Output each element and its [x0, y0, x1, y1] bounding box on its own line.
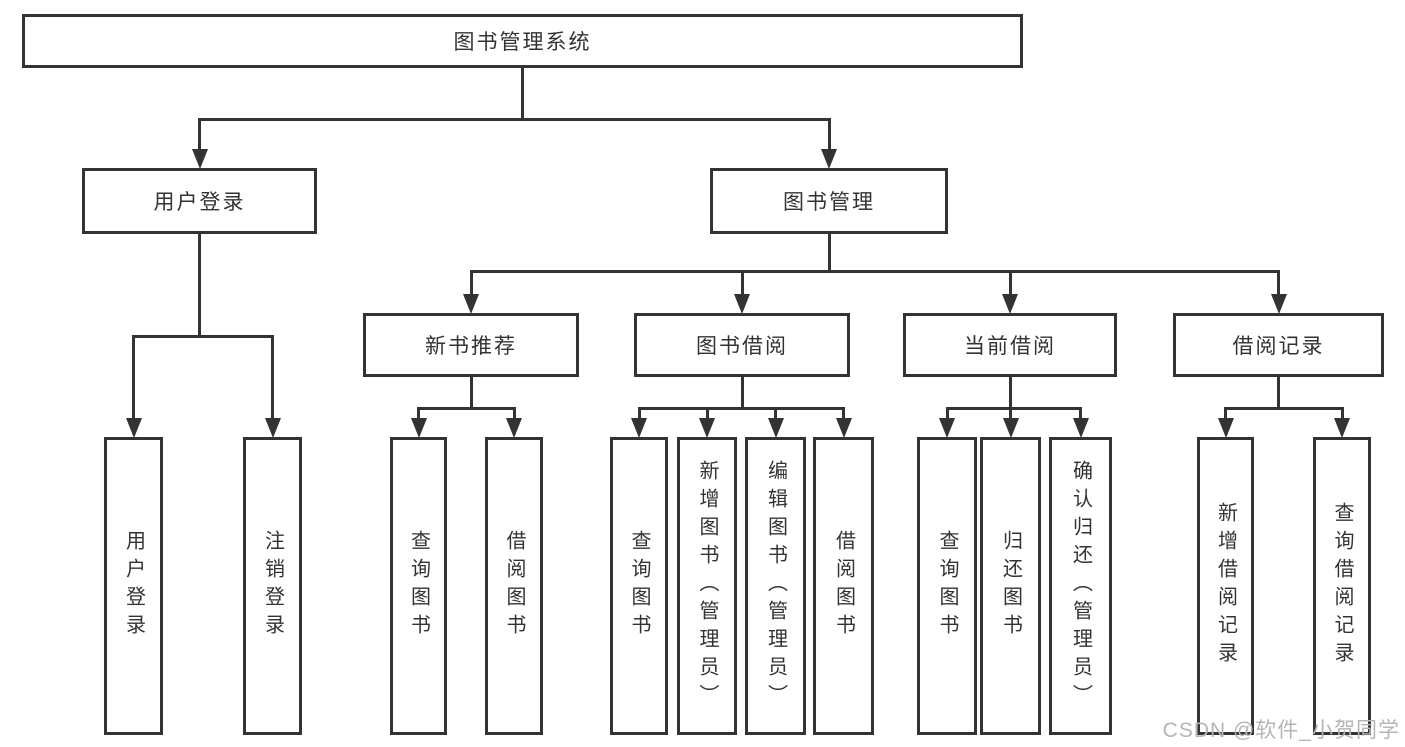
node-new-book-rec: 新书推荐 [363, 313, 579, 377]
connector-line-vertical [417, 407, 420, 422]
node-label: 图书借阅 [696, 335, 788, 358]
connector-line-vertical [1224, 407, 1227, 422]
csdn-watermark: CSDN @软件_小贺同学 [1162, 719, 1400, 742]
arrow-down-icon [1270, 294, 1287, 314]
node-leaf-user-login: 用户登录 [104, 437, 163, 735]
connector-line-vertical [132, 335, 135, 422]
node-label: 用户登录 [153, 191, 246, 214]
arrow-down-icon [734, 294, 750, 314]
connector-line-vertical [827, 233, 831, 273]
node-label: 查询图书 [407, 530, 430, 642]
node-label: 图书管理系统 [453, 31, 592, 54]
connector-line-horizontal [198, 118, 831, 121]
node-nb-borrow-books: 借阅图书 [485, 437, 543, 735]
arrow-down-icon [125, 418, 142, 438]
connector-line-vertical [740, 270, 744, 298]
arrow-down-icon [821, 149, 837, 169]
arrow-down-icon [1002, 418, 1019, 438]
node-label: 借阅图书 [832, 530, 855, 642]
connector-line-vertical [469, 270, 473, 298]
node-bb-edit-books: 编辑图书（管理员） [745, 437, 806, 735]
node-label: 编辑图书（管理员） [764, 460, 787, 712]
node-label: 借阅图书 [503, 530, 525, 642]
node-cb-return-books: 归还图书 [980, 437, 1041, 735]
arrow-down-icon [463, 294, 479, 314]
connector-line-vertical [637, 407, 641, 422]
node-label: 查询借阅记录 [1331, 502, 1353, 670]
node-book-mgmt: 图书管理 [710, 168, 948, 234]
node-cb-confirm-return: 确认归还（管理员） [1049, 437, 1112, 735]
arrow-down-icon [1072, 418, 1089, 438]
node-borrow-records: 借阅记录 [1173, 313, 1384, 377]
connector-line-vertical [842, 407, 845, 422]
node-label: 借阅记录 [1232, 335, 1325, 358]
node-current-borrow: 当前借阅 [903, 313, 1117, 377]
node-br-query-record: 查询借阅记录 [1313, 437, 1371, 735]
connector-line-horizontal [469, 270, 1280, 273]
connector-line-vertical [774, 407, 777, 422]
node-book-borrow: 图书借阅 [634, 313, 850, 377]
node-label: 归还图书 [999, 530, 1022, 642]
connector-line-vertical [1277, 376, 1280, 410]
node-root: 图书管理系统 [22, 14, 1023, 68]
arrow-down-icon [835, 418, 852, 438]
connector-line-vertical [521, 67, 524, 121]
arrow-down-icon [631, 418, 647, 438]
node-label: 当前借阅 [964, 335, 1056, 358]
node-user-login: 用户登录 [82, 168, 317, 234]
connector-line-vertical [1340, 407, 1344, 422]
node-label: 查询图书 [936, 530, 958, 642]
connector-line-horizontal [132, 335, 274, 338]
connector-line-vertical [705, 407, 709, 422]
connector-line-vertical [945, 407, 949, 422]
connector-line-vertical [1079, 407, 1082, 422]
connector-line-horizontal [945, 407, 1082, 410]
node-label: 新增借阅记录 [1214, 502, 1237, 670]
node-label: 查询图书 [628, 530, 650, 642]
arrow-down-icon [264, 418, 281, 438]
node-label: 新书推荐 [425, 335, 517, 358]
node-cb-query-books: 查询图书 [917, 437, 977, 735]
arrow-down-icon [191, 149, 208, 169]
connector-line-vertical [512, 407, 516, 422]
node-label: 新增图书（管理员） [696, 460, 718, 712]
connector-line-vertical [740, 376, 744, 410]
arrow-down-icon [1002, 294, 1018, 314]
connector-line-vertical [1277, 270, 1280, 298]
arrow-down-icon [767, 418, 784, 438]
connector-line-horizontal [637, 407, 845, 410]
connector-line-horizontal [1224, 407, 1344, 410]
connector-line-vertical [469, 376, 473, 410]
connector-line-vertical [827, 118, 831, 153]
node-label: 用户登录 [122, 530, 145, 642]
connector-line-vertical [271, 335, 274, 422]
node-br-add-record: 新增借阅记录 [1197, 437, 1254, 735]
arrow-down-icon [1217, 418, 1234, 438]
arrow-down-icon [506, 418, 522, 438]
node-label: 注销登录 [261, 530, 284, 642]
node-bb-query-books: 查询图书 [610, 437, 668, 735]
node-nb-query-books: 查询图书 [390, 437, 447, 735]
connector-line-vertical [198, 118, 201, 153]
connector-line-vertical [1008, 376, 1012, 410]
arrow-down-icon [1334, 418, 1350, 438]
connector-line-vertical [198, 233, 201, 338]
connector-line-horizontal [417, 407, 516, 410]
connector-line-vertical [1008, 270, 1012, 298]
node-label: 确认归还（管理员） [1069, 460, 1092, 712]
connector-line-vertical [1009, 407, 1012, 422]
arrow-down-icon [410, 418, 427, 438]
arrow-down-icon [699, 418, 715, 438]
node-bb-borrow-books: 借阅图书 [813, 437, 874, 735]
node-label: 图书管理 [783, 191, 875, 214]
node-bb-add-books: 新增图书（管理员） [677, 437, 737, 735]
arrow-down-icon [939, 418, 955, 438]
node-leaf-logout: 注销登录 [243, 437, 302, 735]
